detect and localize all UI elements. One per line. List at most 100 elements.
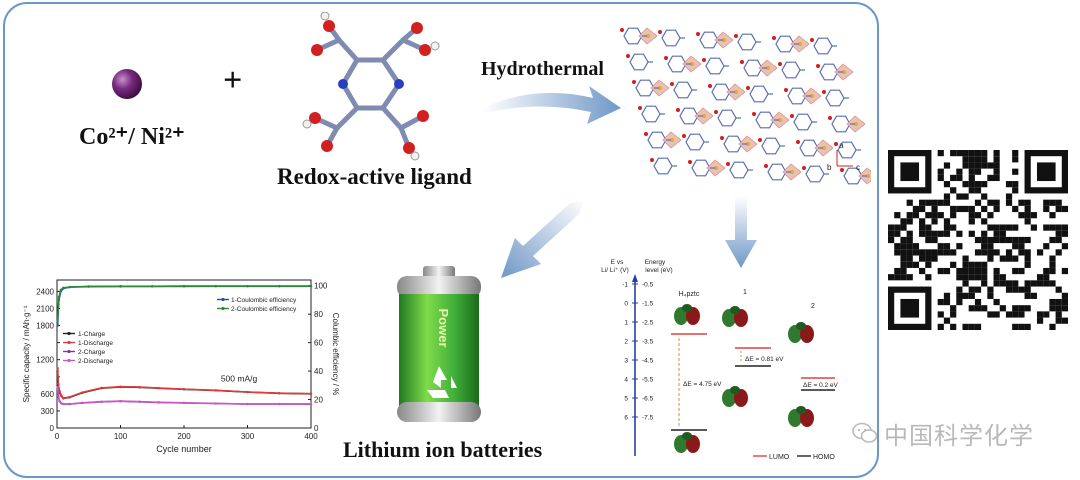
qr-module: [931, 249, 938, 256]
oxygen-atom: [810, 38, 814, 42]
right-tick-label: -4.5: [642, 358, 654, 365]
lattice-ring: [647, 131, 667, 149]
qr-module: [1049, 224, 1056, 231]
complex-2-lumo-orbital: [788, 322, 814, 343]
oxygen-atom: [720, 136, 724, 140]
qr-module: [974, 168, 982, 175]
qr-module: [950, 212, 957, 219]
orbital-lobe: [674, 435, 688, 453]
y-tick-label: 0: [50, 424, 55, 433]
qr-module: [981, 236, 988, 244]
y-tick-label: 2100: [36, 304, 54, 313]
left-tick-label: 0: [624, 301, 628, 308]
qr-module: [1055, 199, 1062, 206]
qr-module: [1030, 280, 1037, 287]
qr-module: [1043, 280, 1050, 287]
qr-module: [962, 193, 969, 200]
oxygen-atom: [644, 132, 648, 136]
energy-label: Energy: [645, 259, 666, 266]
left-tick-label: 5: [624, 396, 628, 403]
lattice-ring: [767, 163, 787, 181]
lattice-ring: [843, 167, 863, 185]
qr-module: [968, 212, 975, 219]
right-tick-label: -3.5: [642, 339, 654, 346]
legend-marker: [221, 306, 225, 311]
qr-module: [974, 199, 982, 206]
qr-module: [937, 168, 944, 175]
qr-module: [968, 274, 975, 281]
qr-module: [956, 298, 963, 306]
qr-module: [968, 168, 975, 175]
qr-module: [937, 174, 944, 182]
qr-module: [981, 261, 988, 268]
qr-module: [925, 212, 932, 219]
oxygen-atom: [764, 164, 768, 168]
qr-module: [937, 199, 944, 206]
qr-module: [999, 236, 1006, 244]
qr-module: [943, 218, 951, 225]
data-point: [278, 402, 281, 406]
qr-module: [1049, 199, 1056, 206]
qr-module: [950, 187, 957, 194]
lattice-ring: [667, 55, 687, 73]
qr-module: [1043, 274, 1050, 281]
left-tick-label: 4: [624, 377, 628, 384]
qr-module: [981, 205, 988, 213]
qr-module: [1043, 311, 1050, 318]
qr-module: [981, 230, 988, 237]
data-point: [246, 390, 249, 394]
lattice-ring: [775, 35, 795, 53]
qr-module: [943, 224, 951, 231]
lattice-ring: [711, 83, 731, 101]
lattice-ring: [831, 115, 851, 133]
qr-module: [925, 236, 932, 244]
data-point: [138, 385, 141, 389]
data-point: [56, 367, 59, 370]
y-tick-label: 1200: [36, 356, 54, 365]
lattice-ring: [805, 165, 825, 183]
qr-module: [956, 205, 963, 213]
qr-module: [968, 292, 975, 299]
qr-module: [1012, 280, 1019, 287]
qr-module: [968, 267, 975, 275]
qr-module: [943, 317, 951, 324]
lattice-ring: [623, 27, 643, 45]
qr-code[interactable]: [888, 150, 1068, 330]
qr-module: [993, 156, 1000, 163]
qr-module: [1005, 286, 1013, 293]
qr-module: [919, 267, 926, 275]
qr-module: [968, 187, 975, 194]
y2-tick-label: 80: [314, 310, 323, 319]
qr-module: [987, 249, 994, 256]
qr-module: [1061, 305, 1068, 312]
qr-module: [1055, 286, 1062, 293]
qr-module: [1049, 280, 1056, 287]
qr-module: [974, 323, 982, 330]
qr-module: [1012, 236, 1019, 244]
qr-module: [981, 150, 988, 157]
data-point: [56, 324, 59, 327]
metal-center: [746, 142, 750, 146]
qr-module: [931, 199, 938, 206]
data-point: [214, 389, 217, 392]
legend-entry: 2-Charge: [78, 349, 105, 356]
oxygen-atom: [772, 36, 776, 40]
qr-module: [968, 230, 975, 237]
lattice-ring: [761, 137, 781, 155]
oxygen-atom: [682, 134, 686, 138]
oxygen-atom: [790, 114, 794, 118]
data-point: [87, 285, 90, 288]
data-point: [157, 401, 160, 404]
lattice-ring: [787, 87, 807, 105]
ligand-molecule: [302, 12, 440, 161]
oxygen-atom: [778, 62, 782, 66]
metal-ion-sphere: [112, 69, 142, 99]
qr-module: [968, 156, 975, 163]
qr-module: [993, 168, 1000, 175]
data-point: [182, 401, 186, 405]
qr-module: [993, 280, 1000, 287]
orbital-lobe: [796, 322, 806, 330]
orbital-lobe: [788, 325, 802, 343]
qr-module: [968, 286, 975, 293]
qr-module: [937, 150, 944, 157]
